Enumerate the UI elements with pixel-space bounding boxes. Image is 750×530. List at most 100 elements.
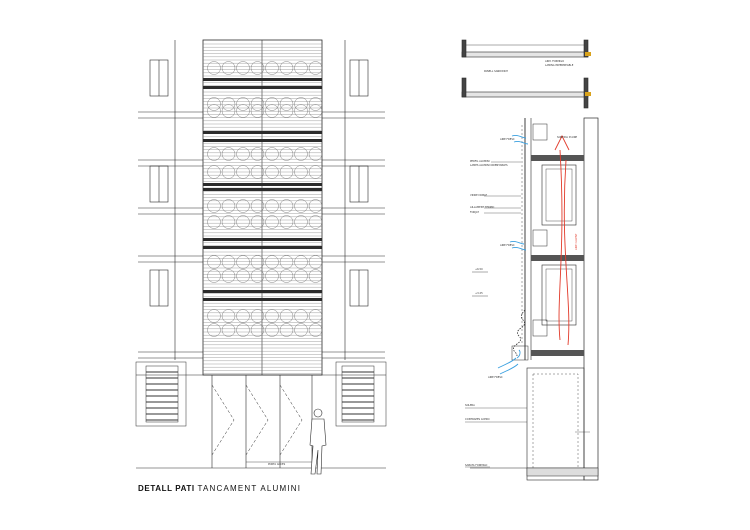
floor-bands	[203, 78, 322, 301]
perforation-circle	[221, 97, 236, 111]
perforation-circle	[221, 104, 236, 118]
glass-note: VIDRE DOBLE	[470, 193, 487, 197]
perforation-circle	[308, 199, 323, 213]
perforation-circle	[236, 255, 250, 269]
perforation-circle	[294, 269, 308, 283]
perforation-circle	[294, 255, 308, 269]
perforation-circle	[265, 255, 279, 269]
perforation-circle	[279, 255, 294, 269]
perforation-circle	[308, 269, 323, 283]
perforation-circle	[250, 165, 265, 179]
roof-detail-top	[461, 39, 591, 109]
perforation-circle	[279, 309, 294, 323]
section-body	[470, 117, 599, 481]
perforation-circle	[265, 269, 279, 283]
perforation-circle	[236, 61, 250, 75]
roof-note: PANELL SANDWICH	[484, 69, 508, 73]
perforation-circle	[294, 165, 308, 179]
perforation-circle	[294, 323, 308, 337]
perforation-circle	[207, 61, 221, 75]
perforation-circle	[279, 323, 294, 337]
perforation-circle	[279, 97, 294, 111]
ground-unit-slats	[146, 371, 374, 421]
air-out-label: SORTIDA D'AIRE	[557, 135, 578, 139]
perforation-circle	[221, 269, 236, 283]
perforation-circle	[265, 104, 279, 118]
perforation-circle	[236, 323, 250, 337]
fresh-air-label-1: AIRE FRESC	[500, 137, 515, 141]
perforation-circle	[236, 199, 250, 213]
floor-band	[203, 183, 322, 186]
hot-air-flow	[554, 134, 570, 346]
perforation-circle	[207, 269, 221, 283]
perforation-circle	[265, 309, 279, 323]
perforation-circle	[207, 97, 221, 111]
perforation-circle	[250, 215, 265, 229]
perforation-circle	[308, 323, 323, 337]
patio-section: ARM. FORMIGO LAMINA IMPERMEABLE PANELL S…	[461, 39, 599, 481]
caption-subtitle: TANCAMENT ALUMINI	[197, 484, 302, 493]
perforation-circle	[279, 61, 294, 75]
perforation-circle	[207, 165, 221, 179]
counterweight-note: CONTRAPES ACERO	[465, 417, 490, 421]
perforation-circle	[250, 61, 265, 75]
perforation-circle	[221, 61, 236, 75]
perforation-circle	[308, 309, 323, 323]
perforation-circle	[207, 323, 221, 337]
patio-elevation: PORTA ACCES	[135, 39, 387, 475]
annotation-leaders	[465, 161, 590, 468]
floor-band	[203, 246, 322, 249]
hot-air-label: AIRE CALENT	[574, 233, 578, 250]
perforation-circle	[308, 215, 323, 229]
perforation-circle	[236, 309, 250, 323]
door-note-label: PORTA ACCES	[268, 462, 286, 466]
floor-band	[203, 290, 322, 293]
perforation-circle	[221, 323, 236, 337]
perforation-circle	[221, 199, 236, 213]
perforation-circle	[250, 97, 265, 111]
caption-title: DETALL PATI	[138, 484, 195, 493]
floor-band	[203, 86, 322, 89]
lamella-note: LAMES ALUMINI ORIENTABLES	[470, 163, 508, 167]
perforation-circle	[265, 323, 279, 337]
perforation-circle	[265, 147, 279, 161]
perforation-circle	[250, 255, 265, 269]
slab-note-2: LAMINA IMPERMEABLE	[545, 63, 574, 67]
perforation-circle	[207, 147, 221, 161]
perforation-circle	[207, 215, 221, 229]
perforation-circle	[207, 255, 221, 269]
perforation-circle	[236, 215, 250, 229]
perforation-pattern	[207, 61, 323, 337]
operating-cable	[513, 309, 526, 357]
perforation-circle	[250, 147, 265, 161]
right-ground-louver-unit	[335, 361, 387, 427]
frame-note: PERFIL ALUMINI	[470, 159, 490, 163]
perforation-circle	[221, 255, 236, 269]
perforation-circle	[250, 309, 265, 323]
perforation-circle	[294, 309, 308, 323]
perforation-circle	[308, 97, 323, 111]
louver-panel-frame	[202, 39, 323, 376]
perforation-circle	[265, 97, 279, 111]
left-windows	[149, 59, 169, 307]
perforation-circle	[308, 104, 323, 118]
perforation-circle	[236, 97, 250, 111]
floor-band	[203, 139, 322, 142]
perforation-circle	[265, 61, 279, 75]
perforation-circle	[236, 147, 250, 161]
perforation-circle	[250, 269, 265, 283]
perforation-circle	[265, 199, 279, 213]
section-annotations: SORTIDA D'AIRE AIRE FRESC AIRE FRESC AIR…	[465, 135, 578, 467]
floor-band	[203, 238, 322, 241]
perforation-circle	[294, 199, 308, 213]
perforation-circle	[250, 199, 265, 213]
perforation-circle	[279, 199, 294, 213]
perforation-circle	[279, 269, 294, 283]
slab-note: FORJAT	[470, 210, 479, 214]
perforation-circle	[221, 215, 236, 229]
perforation-circle	[279, 147, 294, 161]
human-scale-figure	[309, 408, 327, 475]
perforation-circle	[236, 269, 250, 283]
perforation-circle	[294, 104, 308, 118]
